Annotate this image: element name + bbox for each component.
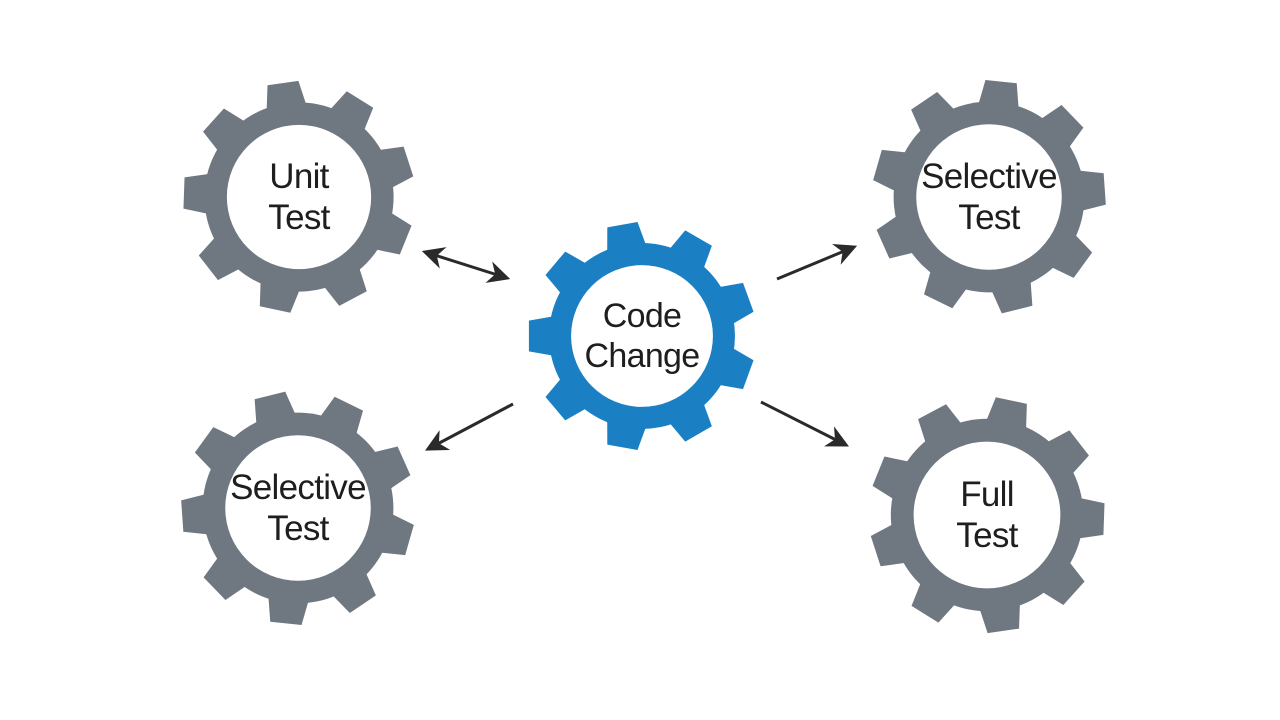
gear-node-selective-test-bottom: Selective Test [180, 390, 416, 626]
gear-label-line-1: Selective [230, 467, 366, 507]
gear-label-line-2: Test [268, 198, 330, 237]
gear-node-label: Unit Test [182, 80, 416, 314]
edge-code-unit [421, 247, 511, 283]
gear-label-line-1: Unit [269, 156, 329, 196]
edge-code-selective-top [776, 243, 858, 281]
gear-label-line-2: Test [267, 509, 329, 548]
gear-icon [182, 80, 416, 314]
gear-node-label: Selective Test [871, 79, 1107, 315]
edge-code-selective-bottom [425, 402, 514, 451]
gear-label-line-2: Change [584, 337, 700, 375]
gear-node-full-test: Full Test [868, 396, 1106, 634]
gear-label-line-1: Selective [921, 156, 1057, 196]
gear-label-line-2: Test [958, 198, 1020, 237]
edge-code-full [760, 400, 850, 447]
gear-node-label: Code Change [527, 221, 757, 451]
gear-label-line-1: Code [602, 296, 682, 335]
gear-label-line-1: Full [960, 474, 1014, 514]
gear-node-unit-test: Unit Test [182, 80, 416, 314]
gear-icon [527, 221, 757, 451]
gear-icon [180, 390, 416, 626]
gear-node-code-change: Code Change [527, 221, 757, 451]
gear-icon [871, 79, 1107, 315]
gear-node-selective-test-top: Selective Test [871, 79, 1107, 315]
gear-label-line-2: Test [956, 516, 1018, 555]
gear-node-label: Selective Test [180, 390, 416, 626]
gear-node-label: Full Test [868, 396, 1106, 634]
gear-icon [868, 396, 1106, 634]
